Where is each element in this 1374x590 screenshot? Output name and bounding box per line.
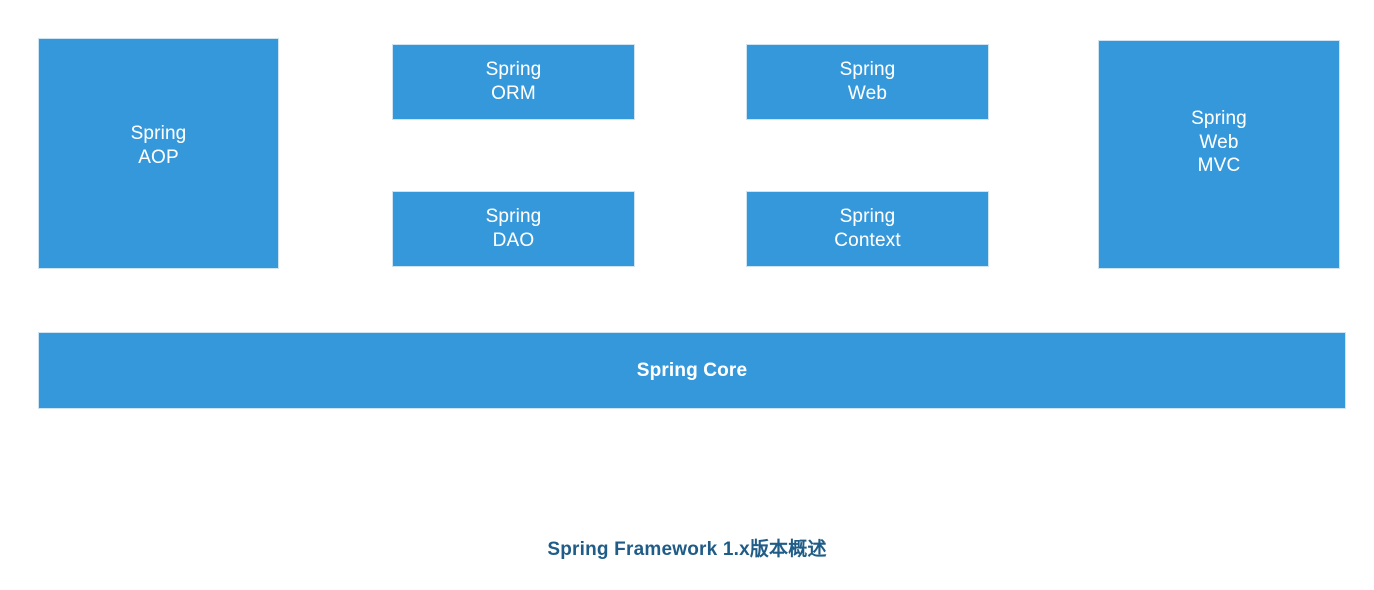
module-label-spring-dao: Spring DAO bbox=[485, 206, 542, 251]
module-label-spring-orm: Spring ORM bbox=[485, 59, 542, 104]
module-label-spring-aop: Spring AOP bbox=[130, 122, 187, 168]
module-box-spring-orm: Spring ORM bbox=[392, 44, 635, 120]
module-box-spring-core: Spring Core bbox=[38, 332, 1346, 409]
diagram-caption: Spring Framework 1.x版本概述 bbox=[547, 539, 827, 560]
module-box-spring-dao: Spring DAO bbox=[392, 191, 635, 267]
module-label-spring-context: Spring Context bbox=[834, 206, 901, 251]
module-box-spring-web-mvc: Spring Web MVC bbox=[1098, 40, 1340, 269]
module-box-spring-context: Spring Context bbox=[746, 191, 989, 267]
module-label-spring-core: Spring Core bbox=[636, 359, 748, 381]
module-label-spring-web: Spring Web bbox=[839, 59, 896, 104]
module-box-spring-web: Spring Web bbox=[746, 44, 989, 120]
module-box-spring-aop: Spring AOP bbox=[38, 38, 279, 269]
module-label-spring-web-mvc: Spring Web MVC bbox=[1191, 107, 1247, 177]
